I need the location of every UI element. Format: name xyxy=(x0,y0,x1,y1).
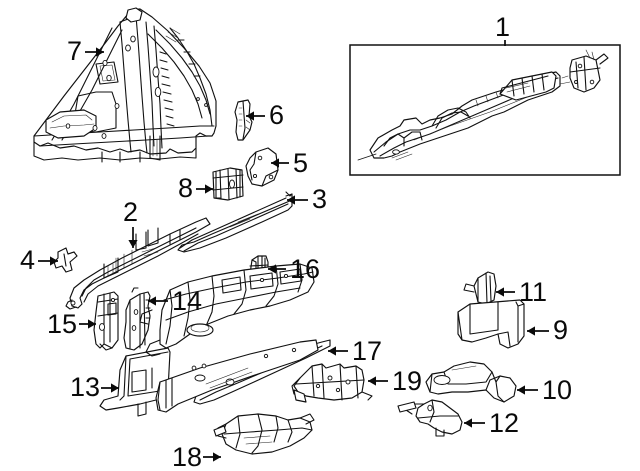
part-17-lower-rail-extension xyxy=(139,263,331,413)
leader-arrowhead-6 xyxy=(246,111,254,121)
leader-arrowhead-4 xyxy=(50,256,58,266)
part-4-small-clip-bracket xyxy=(53,247,78,273)
callout-leader-lines xyxy=(38,40,549,462)
leader-arrowhead-10 xyxy=(517,385,525,395)
leader-arrowhead-13 xyxy=(111,383,119,393)
leader-arrowhead-9 xyxy=(527,326,535,336)
leader-arrowhead-14 xyxy=(148,296,156,306)
part-12-hook-shaped-bracket xyxy=(397,399,463,437)
leader-arrowhead-16 xyxy=(268,264,276,274)
leader-arrowhead-5 xyxy=(271,158,279,168)
leader-arrowhead-19 xyxy=(368,376,376,386)
part-14-side-reinforcement-plate xyxy=(123,287,151,351)
inset-detail-box-part-1 xyxy=(349,44,621,176)
leader-arrowhead-8 xyxy=(205,184,213,194)
part-2-upper-side-rail xyxy=(65,217,211,310)
leader-arrowhead-3 xyxy=(287,195,295,205)
part-18-rear-mount-bracket xyxy=(213,413,315,455)
part-7-wheelhouse-inner-panel xyxy=(33,7,217,163)
leader-arrowhead-2 xyxy=(128,240,138,248)
part-5-angle-gusset-plate xyxy=(245,147,279,187)
leader-arrowhead-15 xyxy=(88,319,96,329)
leader-arrowhead-18 xyxy=(213,452,221,462)
leader-arrowhead-17 xyxy=(328,346,336,356)
leader-arrowhead-12 xyxy=(464,418,472,428)
inset-corner-bracket xyxy=(569,49,609,93)
leader-arrowhead-7 xyxy=(96,47,104,57)
part-3-reinforcement-strip xyxy=(177,191,293,253)
part-19-crossmember-bracket xyxy=(291,363,373,403)
leader-arrowhead-11 xyxy=(496,287,504,297)
part-8-box-section-bracket xyxy=(212,167,244,201)
part-15-front-end-bracket xyxy=(93,291,119,351)
part-11-small-tab-bracket xyxy=(463,271,497,305)
inset-frame-rail-assembly xyxy=(357,71,571,161)
part-10-mount-reinforcement-plate xyxy=(425,361,517,403)
part-9-channel-cover-plate xyxy=(457,299,525,349)
part-6-narrow-vertical-bracket xyxy=(234,99,253,141)
